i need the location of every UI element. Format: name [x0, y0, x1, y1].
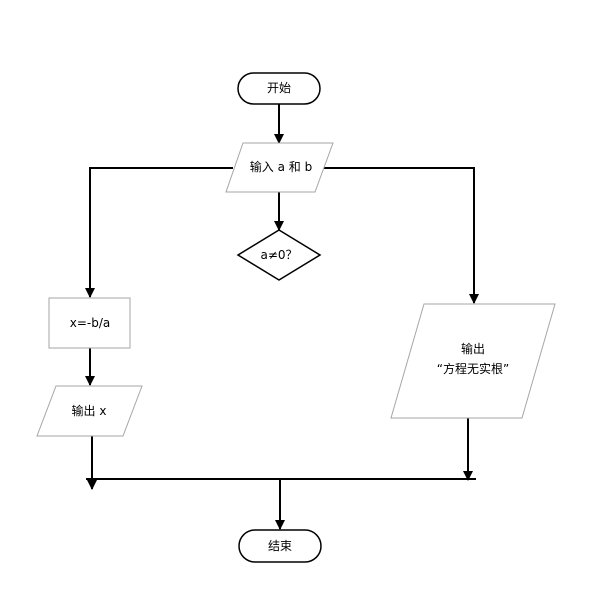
arrow-input-to-no-root — [318, 167, 479, 304]
start-node: 开始 — [237, 72, 321, 105]
output-x-node: 输出 x — [36, 385, 143, 437]
input-label: 输入 a 和 b — [250, 159, 312, 174]
end-shape — [238, 529, 322, 563]
start-label: 开始 — [267, 81, 291, 95]
arrow-input-to-compute — [85, 167, 233, 298]
start-shape — [237, 72, 321, 105]
output-x-shape — [36, 385, 143, 437]
decision-label: a≠0？ — [260, 248, 297, 262]
output-no-root-label-line2: “方程无实根” — [437, 361, 509, 376]
decision-node: a≠0？ — [236, 229, 322, 281]
compute-label: x=-b/a — [70, 316, 111, 330]
output-no-root-shape — [390, 303, 556, 419]
output-no-root-label-line1: 输出 — [461, 341, 485, 356]
compute-shape — [48, 297, 131, 349]
end-label: 结束 — [268, 539, 292, 553]
decision-shape — [236, 229, 322, 281]
input-node: 输入 a 和 b — [225, 142, 334, 193]
output-x-label: 输出 x — [72, 403, 107, 418]
output-no-root-node: 输出 “方程无实根” — [390, 303, 556, 419]
compute-node: x=-b/a — [48, 297, 131, 349]
connectors — [85, 104, 479, 530]
input-shape — [225, 142, 334, 193]
end-node: 结束 — [238, 529, 322, 563]
